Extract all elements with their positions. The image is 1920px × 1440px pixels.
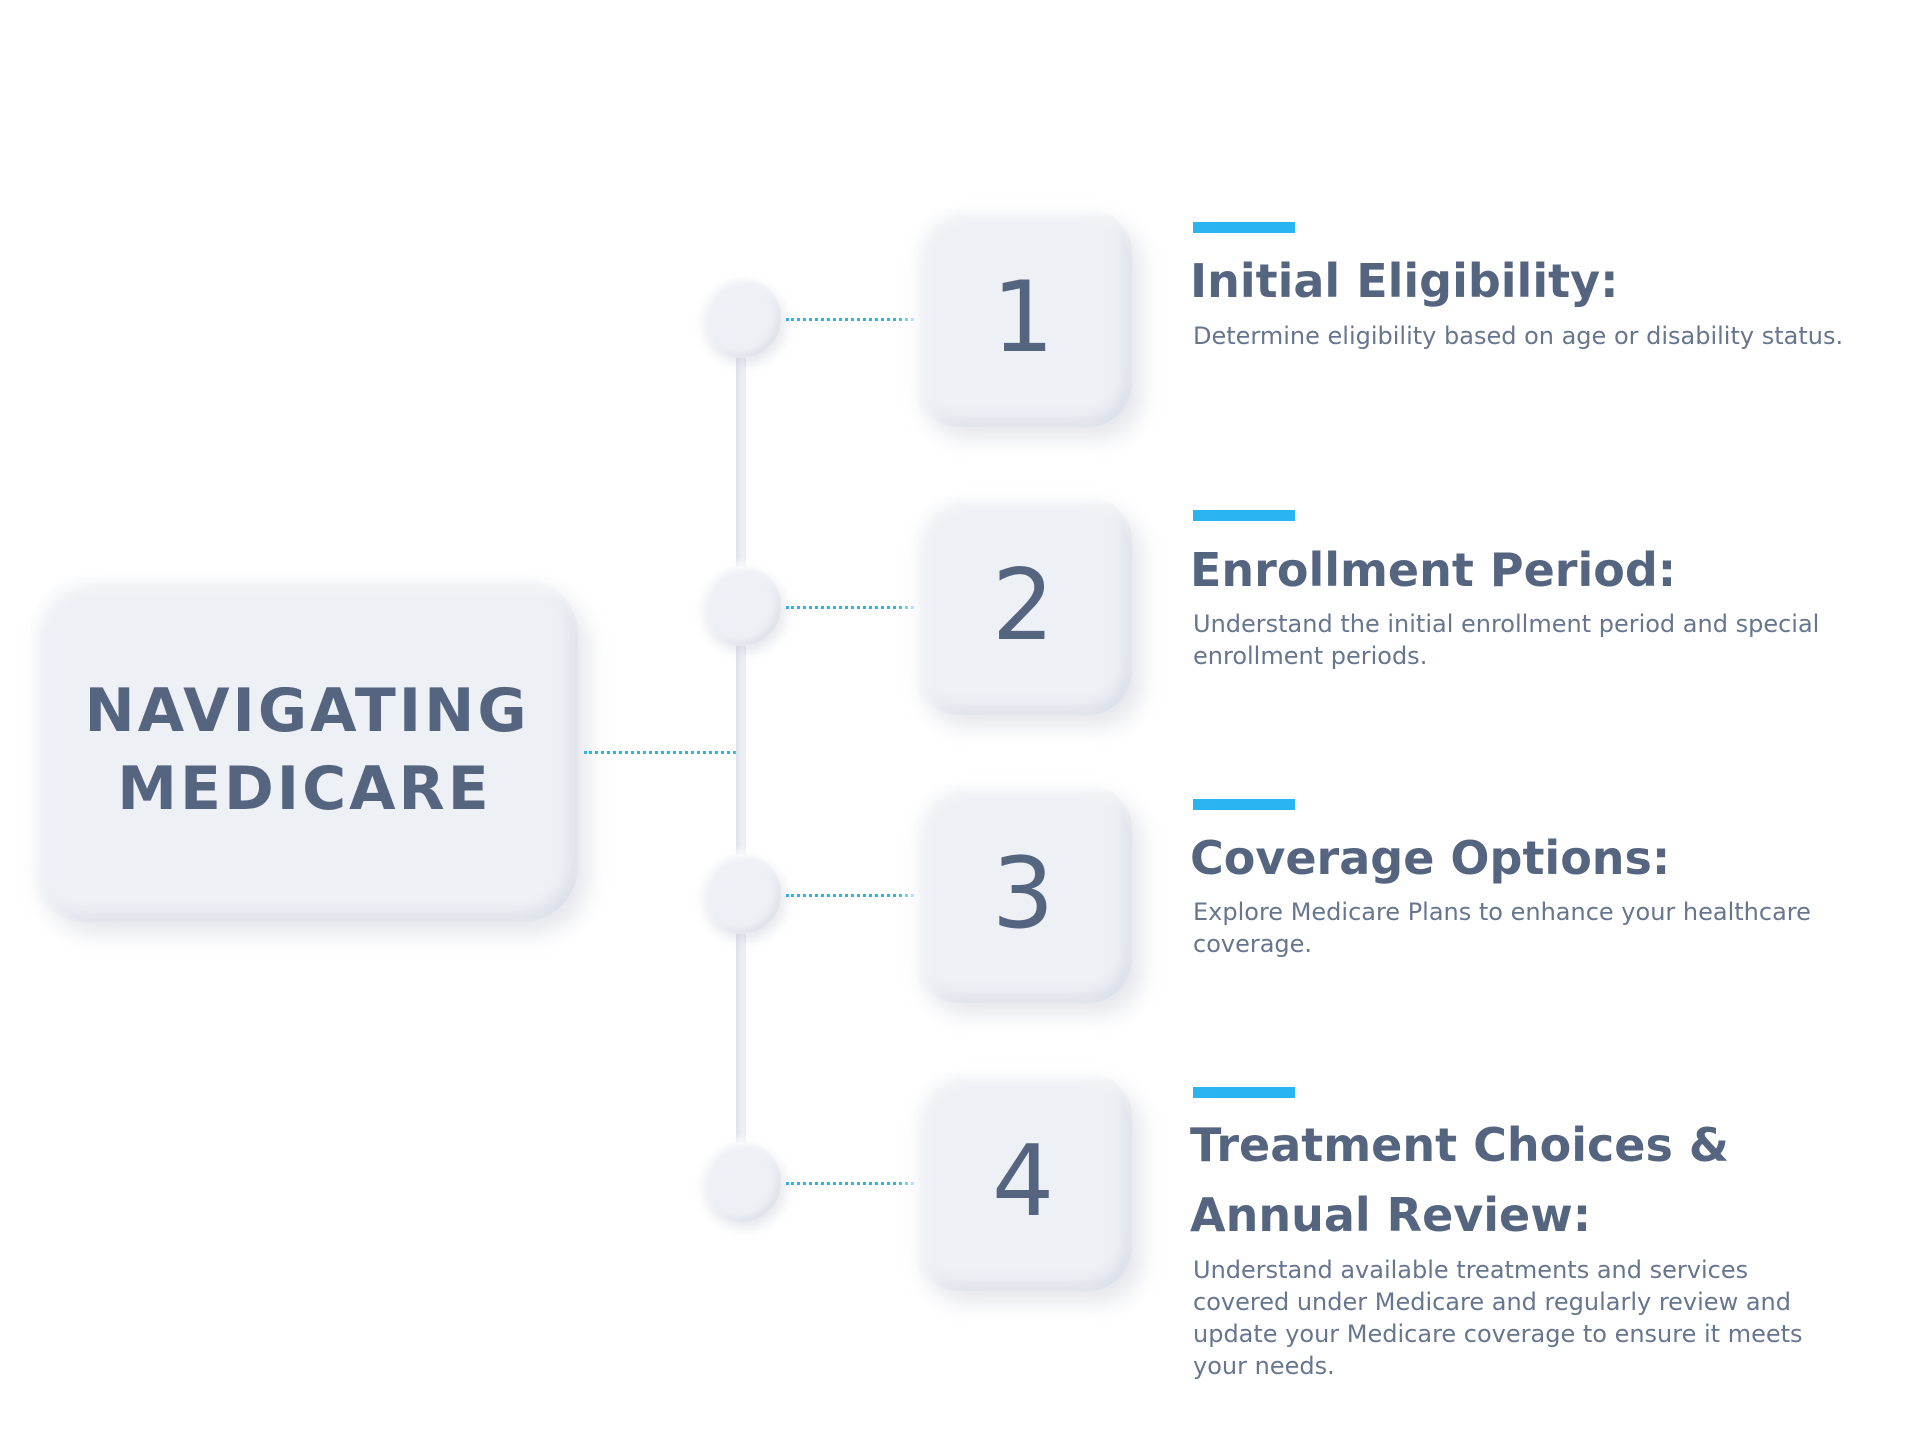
step-description: Understand the initial enrollment period…: [1193, 610, 1820, 670]
step-number-box: 2: [914, 497, 1132, 715]
step-number: 1: [991, 261, 1055, 375]
timeline-node: [701, 1142, 781, 1222]
step-connector: [786, 318, 914, 321]
timeline-node: [701, 854, 781, 934]
timeline-node: [701, 278, 781, 358]
step-number: 2: [991, 549, 1055, 663]
step-number-box: 4: [914, 1073, 1132, 1291]
step-connector: [786, 894, 914, 897]
step-description: Understand available treatments and serv…: [1193, 1256, 1803, 1380]
step-connector: [786, 606, 914, 609]
main-title-box: NAVIGATING MEDICARE: [31, 578, 578, 922]
step-accent-bar: [1193, 1087, 1295, 1098]
step-connector: [786, 1182, 914, 1185]
main-title: NAVIGATING MEDICARE: [84, 676, 530, 824]
step-number: 3: [991, 837, 1055, 951]
step-title: Treatment Choices & Annual Review:: [1190, 1118, 1729, 1242]
timeline-spine: [736, 318, 746, 1186]
step-accent-bar: [1193, 510, 1295, 521]
step-number-box: 3: [914, 785, 1132, 1003]
step-title: Initial Eligibility:: [1190, 254, 1619, 308]
step-accent-bar: [1193, 799, 1295, 810]
step-number-box: 1: [914, 209, 1132, 427]
step-description: Determine eligibility based on age or di…: [1193, 322, 1844, 350]
timeline-node: [701, 566, 781, 646]
main-connector: [584, 751, 736, 754]
step-description: Explore Medicare Plans to enhance your h…: [1193, 898, 1811, 958]
step-title: Enrollment Period:: [1190, 543, 1677, 597]
step-number: 4: [991, 1125, 1055, 1239]
step-accent-bar: [1193, 222, 1295, 233]
step-title: Coverage Options:: [1190, 831, 1671, 885]
